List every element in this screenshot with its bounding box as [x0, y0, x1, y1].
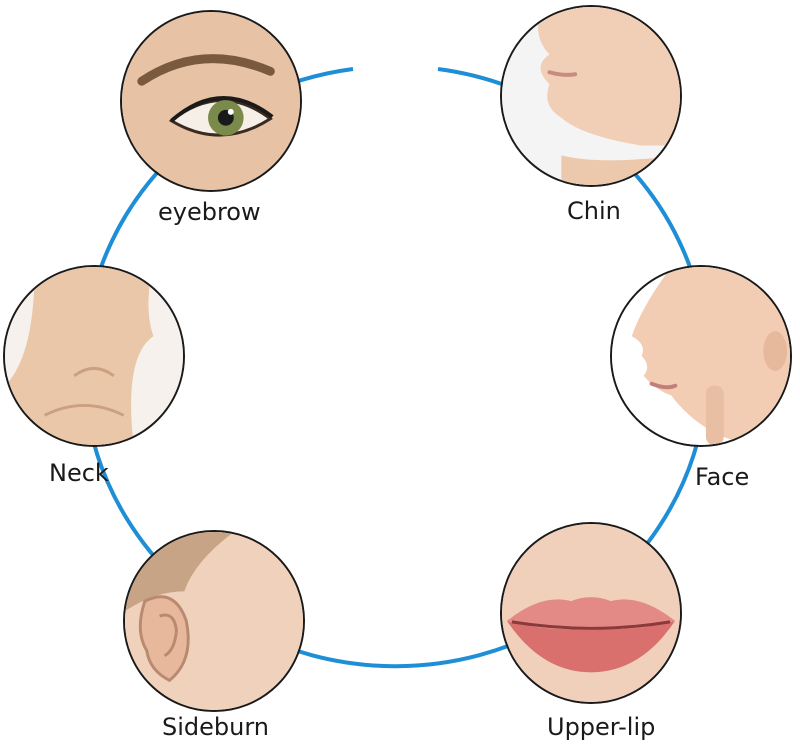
area-face-image: [610, 265, 792, 447]
ear-icon: [125, 532, 303, 710]
face-profile-icon: [612, 267, 790, 445]
eye-icon: [122, 12, 300, 190]
area-chin-label: Chin: [567, 197, 621, 225]
area-eyebrow-label: eyebrow: [158, 198, 261, 226]
ring-arc: [81, 67, 710, 669]
area-sideburn-image: [123, 530, 305, 712]
area-eyebrow-image: [120, 10, 302, 192]
area-neck-label: Neck: [49, 459, 109, 487]
area-sideburn-label: Sideburn: [162, 713, 270, 741]
lips-icon: [502, 524, 680, 702]
area-face-label: Face: [695, 463, 750, 491]
area-upper-lip-label: Upper-lip: [547, 713, 656, 741]
area-upper-lip-image: [500, 522, 682, 704]
chin-icon: [502, 7, 680, 185]
neck-icon: [5, 267, 183, 445]
area-neck-image: [3, 265, 185, 447]
area-chin-image: [500, 5, 682, 187]
